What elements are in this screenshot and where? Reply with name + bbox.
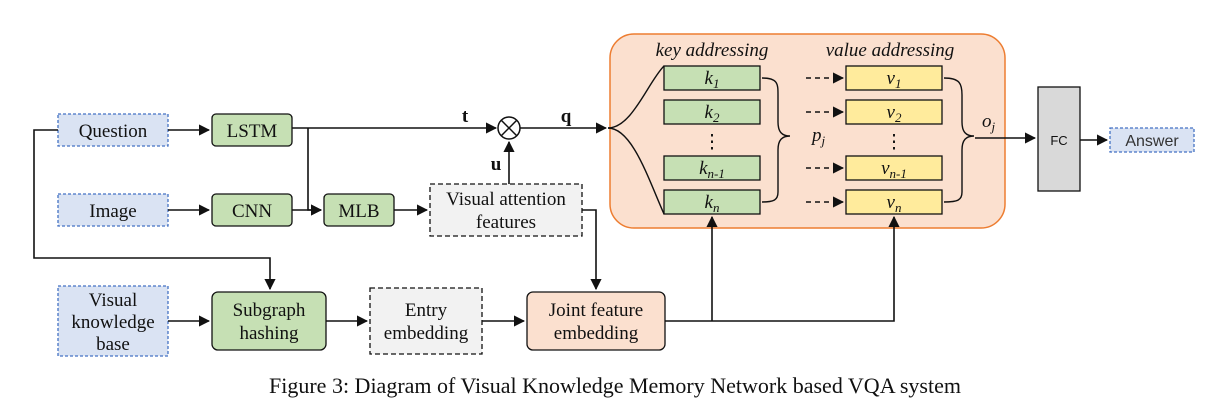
visual-attention-features-node: Visual attention features — [429, 183, 583, 237]
edge-joint-value — [665, 215, 900, 322]
entry-line-2: embedding — [384, 323, 469, 344]
joint-feature-embedding-node: Joint feature embedding — [526, 291, 666, 351]
entry-line-1: Entry — [405, 300, 448, 321]
key-slot-2: k2 — [663, 99, 761, 125]
o-j-label: oj — [982, 111, 996, 134]
edge-question-subgraph — [33, 129, 276, 291]
fc-node: FC — [1037, 86, 1081, 192]
lstm-node: LSTM — [211, 113, 293, 147]
value-label-2: v2 — [887, 102, 902, 125]
vkb-line-2: knowledge — [71, 312, 154, 333]
key-label-n-1: kn-1 — [699, 158, 725, 181]
value-slot-2: v2 — [845, 99, 943, 125]
value-brace — [943, 77, 975, 203]
image-label: Image — [89, 201, 136, 222]
key-slot-n: kn — [663, 189, 761, 215]
value-slot-n-1: vn-1 — [845, 155, 943, 181]
cnn-node: CNN — [211, 193, 293, 227]
cnn-label: CNN — [232, 201, 272, 222]
visual-knowledge-base-node: Visual knowledge base — [57, 285, 169, 357]
answer-label: Answer — [1125, 133, 1179, 150]
query-fan-lower — [607, 127, 665, 215]
edge-vaf-joint — [582, 209, 602, 291]
image-node: Image — [57, 193, 169, 227]
vaf-line-2: features — [476, 212, 536, 233]
value-slot-n: vn — [845, 189, 943, 215]
subgraph-line-1: Subgraph — [233, 300, 306, 321]
joint-line-1: Joint feature — [549, 300, 643, 321]
value-addressing-heading: value addressing — [826, 40, 955, 61]
entry-embedding-node: Entry embedding — [369, 287, 483, 355]
key-label-2: k2 — [705, 102, 720, 125]
key-slot-1: k1 — [663, 65, 761, 91]
lstm-label: LSTM — [227, 121, 278, 142]
edge-lstm-mlb — [307, 128, 323, 216]
vkb-line-1: Visual — [89, 290, 137, 311]
question-node: Question — [57, 113, 169, 147]
mlb-node: MLB — [323, 193, 395, 227]
value-ellipsis: ⋮ — [885, 132, 904, 153]
value-slot-1: v1 — [845, 65, 943, 91]
multiply-operator-icon — [497, 116, 521, 140]
key-label-1: k1 — [705, 68, 720, 91]
key-brace — [761, 77, 791, 203]
vaf-line-1: Visual attention — [446, 189, 566, 210]
answer-node: Answer — [1109, 127, 1195, 153]
value-label-n-1: vn-1 — [881, 158, 907, 181]
query-fan-upper — [607, 65, 665, 129]
value-label-n: vn — [887, 192, 902, 215]
key-label-n: kn — [705, 192, 720, 215]
edge-t-label: t — [462, 106, 469, 127]
vkb-line-3: base — [96, 334, 130, 355]
key-addressing-heading: key addressing — [656, 40, 769, 61]
p-j-label: pj — [810, 125, 826, 148]
joint-line-2: embedding — [554, 323, 639, 344]
subgraph-line-2: hashing — [239, 323, 299, 344]
key-slot-n-1: kn-1 — [663, 155, 761, 181]
edge-q-label: q — [561, 106, 572, 127]
value-label-1: v1 — [887, 68, 902, 91]
figure-caption: Figure 3: Diagram of Visual Knowledge Me… — [269, 373, 961, 398]
fc-label: FC — [1050, 133, 1067, 148]
subgraph-hashing-node: Subgraph hashing — [211, 291, 327, 351]
key-ellipsis: ⋮ — [703, 132, 722, 153]
mlb-label: MLB — [338, 201, 379, 222]
question-label: Question — [79, 121, 148, 142]
edge-u-label: u — [491, 154, 502, 175]
